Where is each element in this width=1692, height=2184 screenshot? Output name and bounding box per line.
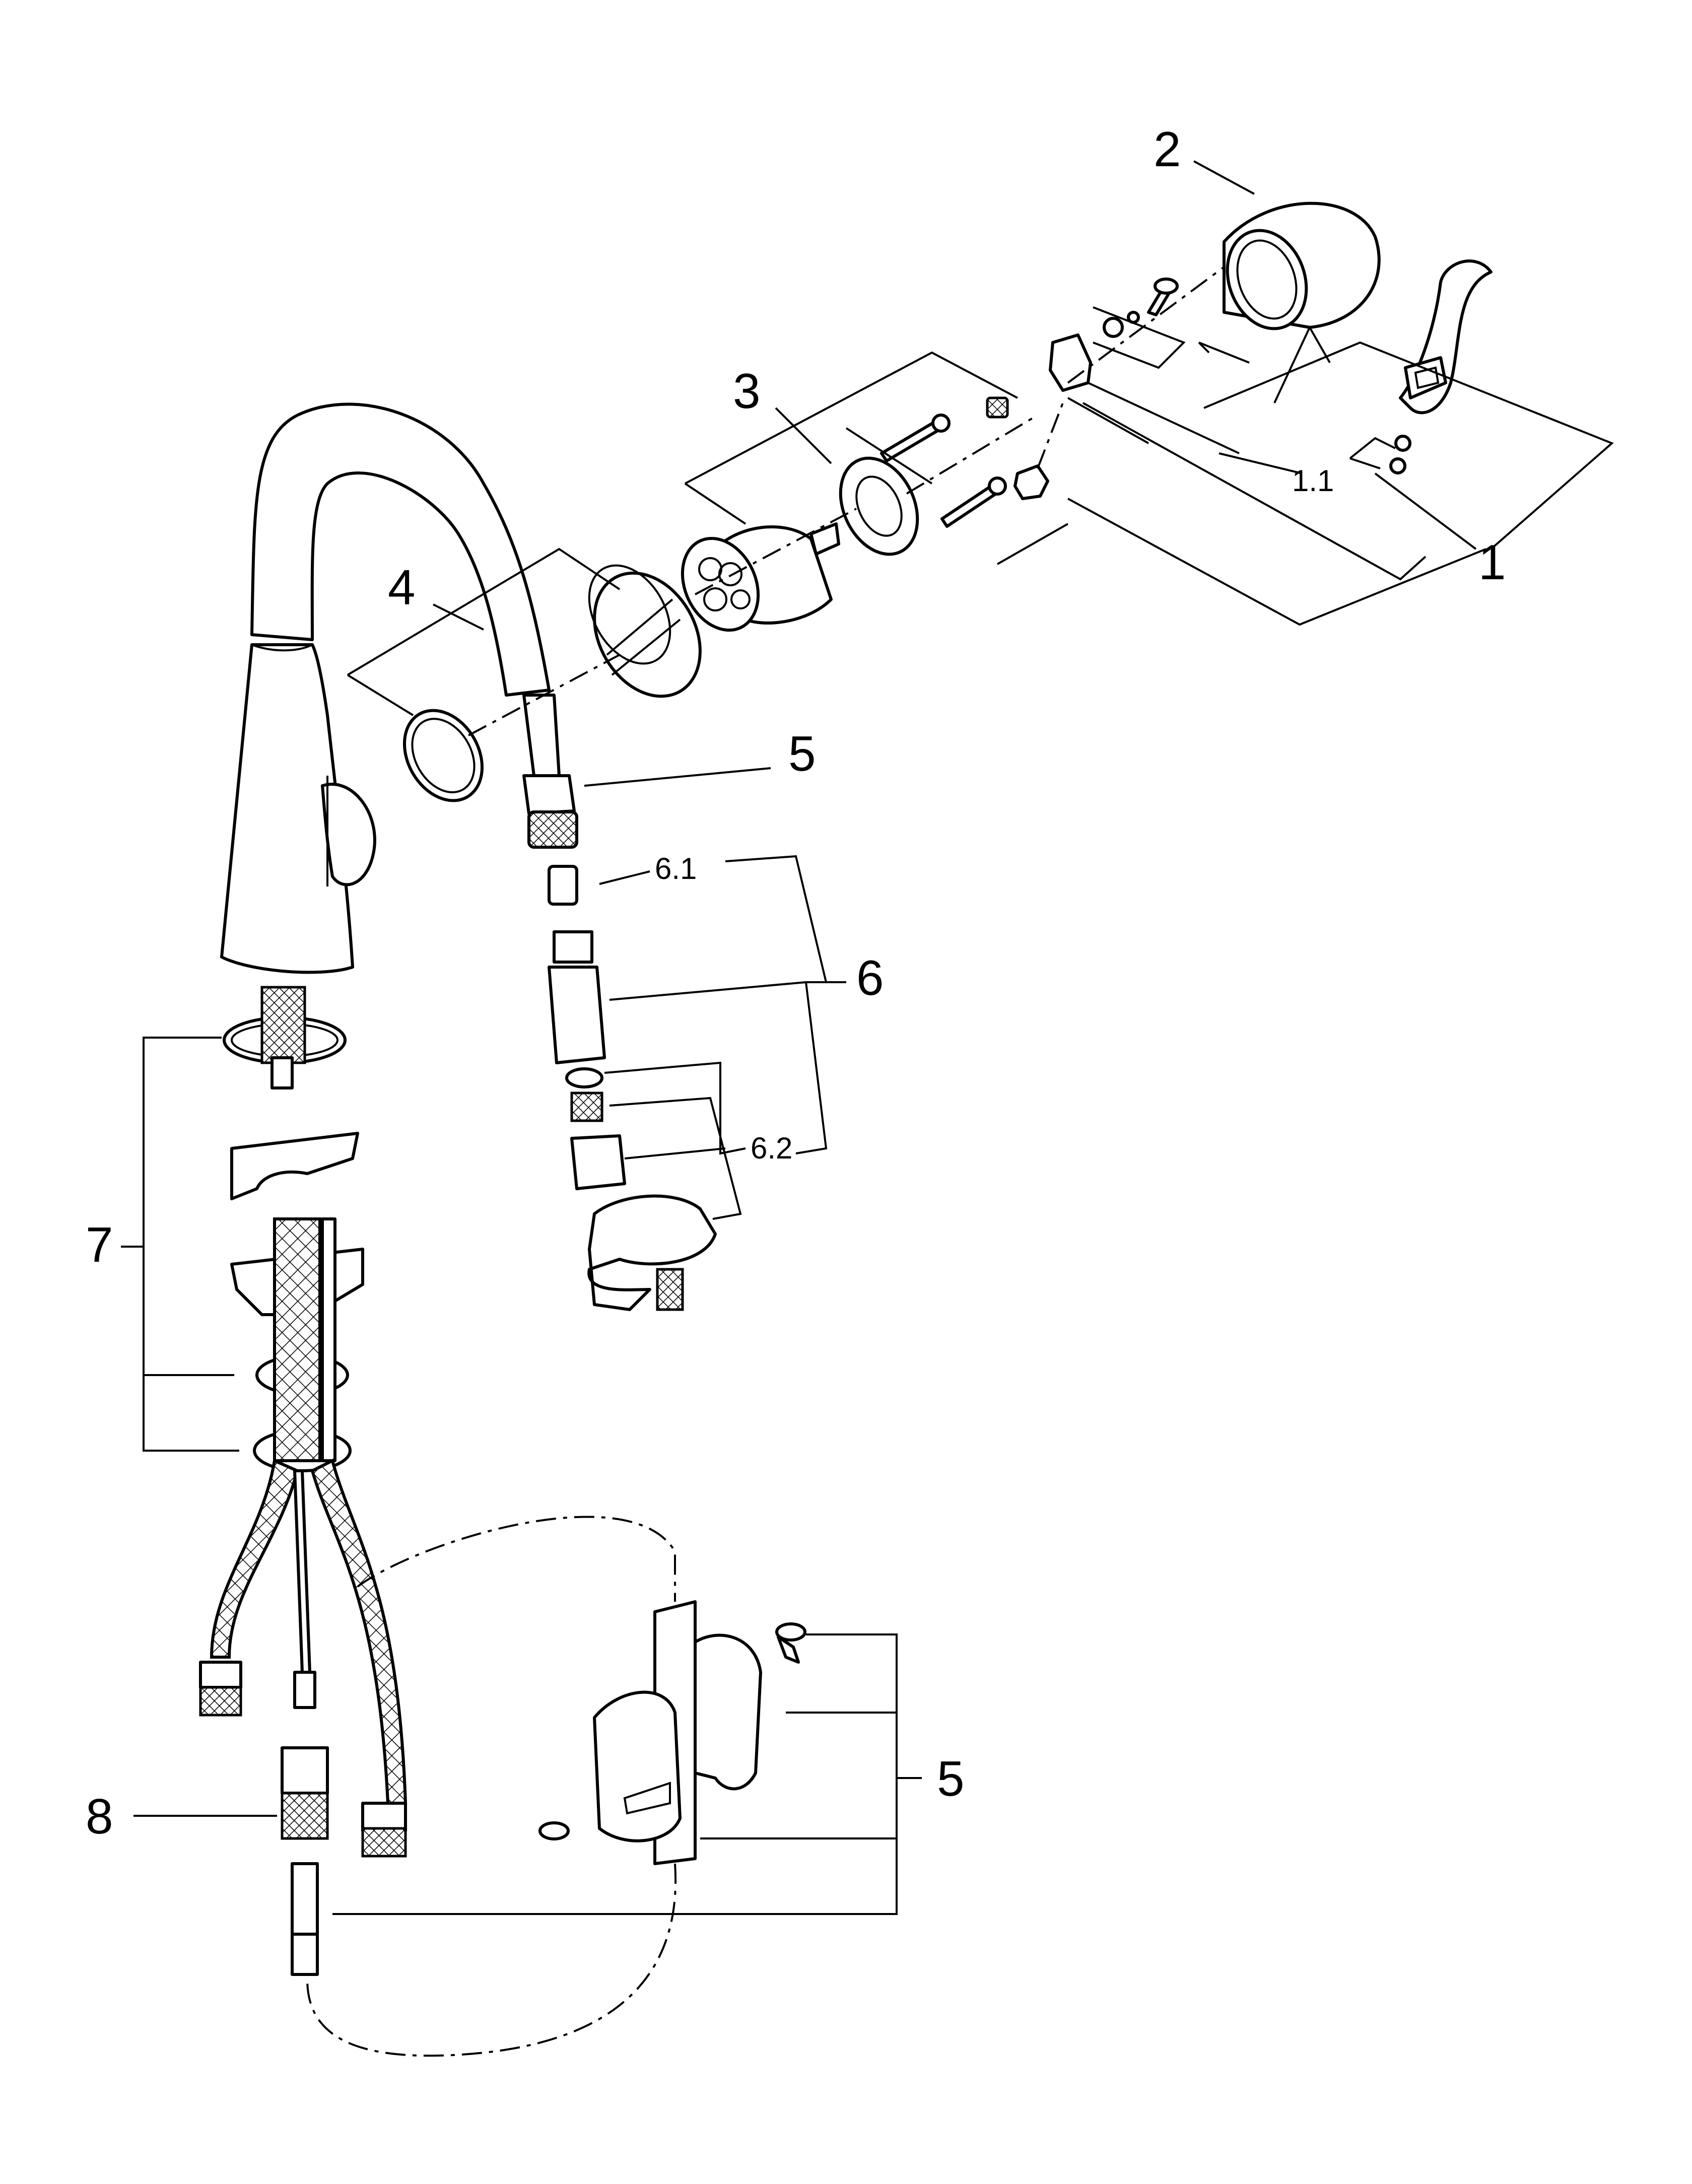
center-hoses [199, 986, 408, 1858]
part-6-spray-parts [548, 865, 717, 1311]
part-4-nut [588, 564, 702, 698]
faucet-body [220, 402, 551, 974]
assembly-lines-top [468, 266, 1331, 736]
part-8-connector [281, 1746, 329, 1976]
part-5-holder [538, 1600, 806, 1865]
callout-1: 1 [1478, 534, 1506, 590]
callout-5-top: 5 [788, 726, 816, 781]
callout-3: 3 [733, 363, 761, 419]
callout-4: 4 [388, 560, 416, 615]
assembly-lines-bottom [306, 1516, 677, 2057]
callout-6-2: 6.2 [751, 1131, 792, 1165]
callout-6: 6 [856, 950, 884, 1005]
spout-hose [522, 694, 578, 849]
callout-8: 8 [86, 1789, 113, 1844]
callout-7: 7 [86, 1217, 113, 1272]
callout-1-1: 1.1 [1292, 464, 1334, 498]
part-3-bolts [880, 414, 1007, 528]
part-2-cap [1223, 201, 1381, 330]
leader-lines [121, 160, 1614, 1915]
callout-2: 2 [1154, 121, 1181, 177]
part-3-flange [839, 456, 919, 556]
callout-6-1: 6.1 [655, 852, 697, 885]
callout-5-bottom: 5 [937, 1751, 965, 1806]
part-4-oring [402, 709, 484, 802]
part-1-lever [1399, 259, 1493, 415]
part-3-cartridge [681, 522, 840, 632]
